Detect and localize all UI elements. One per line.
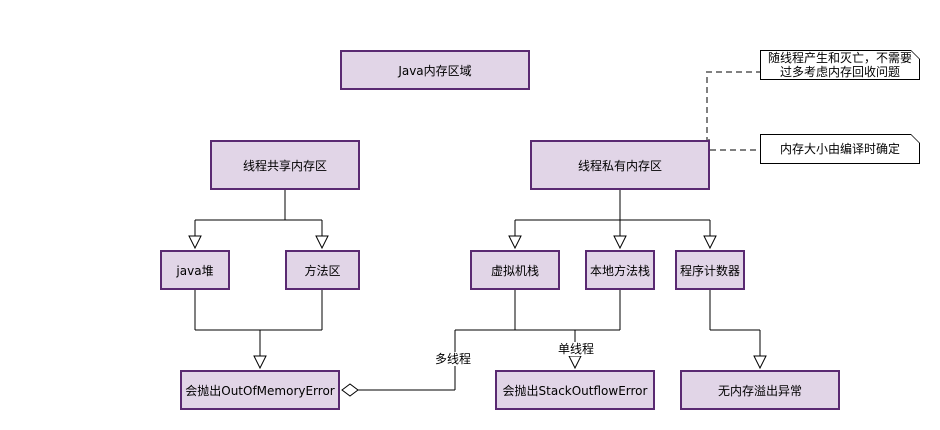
note-fold-corner-inner [911,135,919,143]
vm-stack-box: 虚拟机栈 [470,250,560,290]
diamond-multi-thread [341,383,359,397]
lifecycle-note-line-2: 过多考虑内存回收问题 [779,65,900,79]
note-fold-corner-inner [911,51,919,59]
lifecycle-note: 随线程产生和灭亡，不需要 过多考虑内存回收问题 [760,50,920,80]
thread-shared-memory-box: 线程共享内存区 [210,140,360,190]
size-note: 内存大小由编译时确定 [760,134,920,164]
native-method-stack-box: 本地方法栈 [585,250,655,290]
size-note-text: 内存大小由编译时确定 [779,142,900,156]
arrowhead-heap [188,235,202,250]
arrowhead-method-area [315,235,329,250]
arrowhead-oom [253,355,267,370]
out-of-memory-error-box: 会抛出OutOfMemoryError [180,370,340,410]
arrowhead-no-oom [753,355,767,370]
single-thread-label: 单线程 [556,342,597,356]
no-out-of-memory-box: 无内存溢出异常 [680,370,840,410]
arrowhead-native-stack [613,235,627,250]
note-connector-lifecycle [706,71,760,141]
stack-overflow-error-box: 会抛出StackOutflowError [495,370,655,410]
multi-thread-label: 多线程 [433,352,474,366]
program-counter-box: 程序计数器 [675,250,745,290]
arrowhead-soe [568,355,582,370]
thread-private-memory-box: 线程私有内存区 [530,140,710,190]
arrowhead-pc [703,235,717,250]
java-memory-area-title: Java内存区域 [340,50,530,90]
java-heap-box: java堆 [160,250,230,290]
method-area-box: 方法区 [285,250,360,290]
arrowhead-vm-stack [508,235,522,250]
lifecycle-note-line-1: 随线程产生和灭亡，不需要 [767,51,912,65]
